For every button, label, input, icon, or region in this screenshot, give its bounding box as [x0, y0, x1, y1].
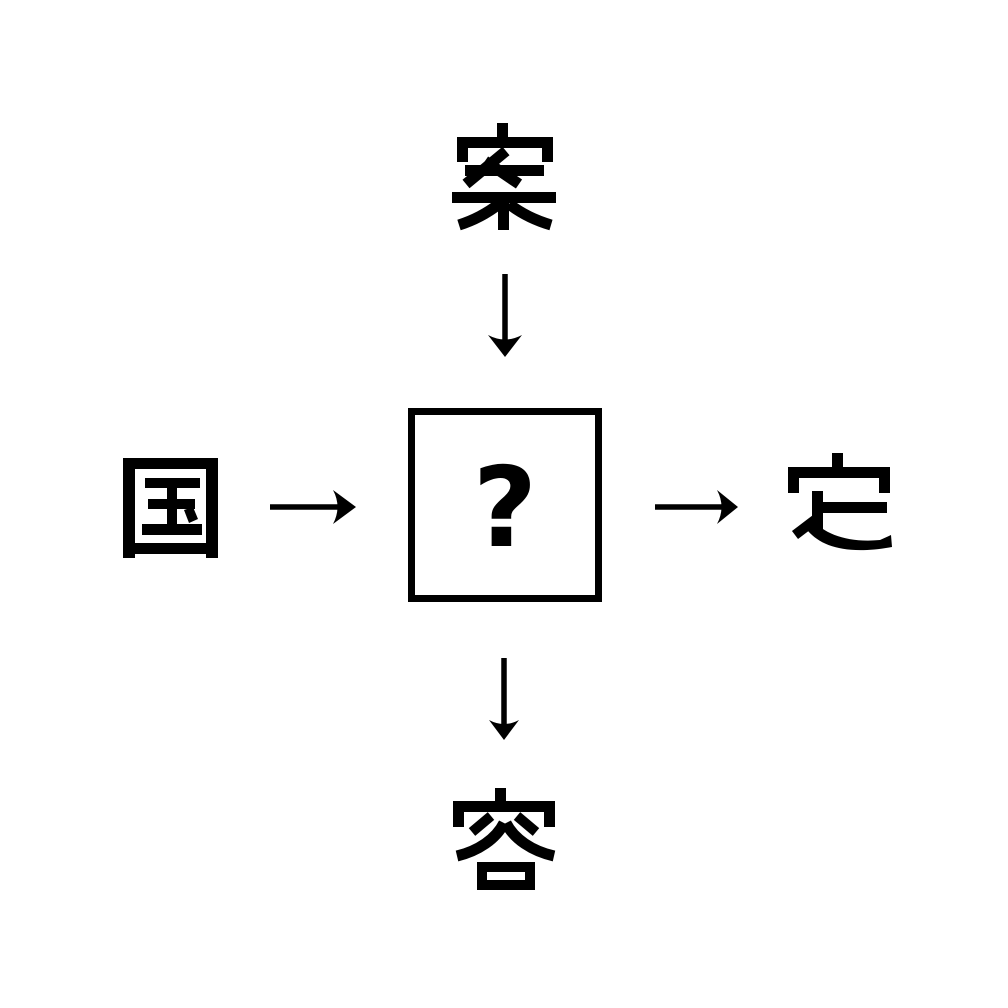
- kanji-right: 定: [780, 450, 900, 570]
- kanji-koku-glyph: [123, 458, 218, 558]
- kanji-top: 案: [440, 110, 570, 240]
- arrow-down-icon: [489, 658, 519, 740]
- kanji-tei-glyph: [788, 453, 892, 551]
- kanji-bottom: 容: [445, 785, 565, 893]
- arrow-down-icon: [488, 274, 522, 357]
- answer-box: ?: [408, 408, 602, 602]
- arrow-right-icon: [270, 490, 356, 524]
- arrow-left-to-center: [266, 487, 358, 531]
- kanji-you-glyph: [453, 788, 556, 890]
- arrow-right-icon: [655, 490, 738, 524]
- question-mark: ?: [472, 443, 538, 573]
- arrow-center-to-right: [649, 487, 741, 531]
- arrow-center-to-bottom: [484, 652, 524, 748]
- arrow-top-to-center: [485, 268, 525, 364]
- kanji-an-glyph: [452, 123, 556, 231]
- kanji-left: 国: [123, 458, 218, 558]
